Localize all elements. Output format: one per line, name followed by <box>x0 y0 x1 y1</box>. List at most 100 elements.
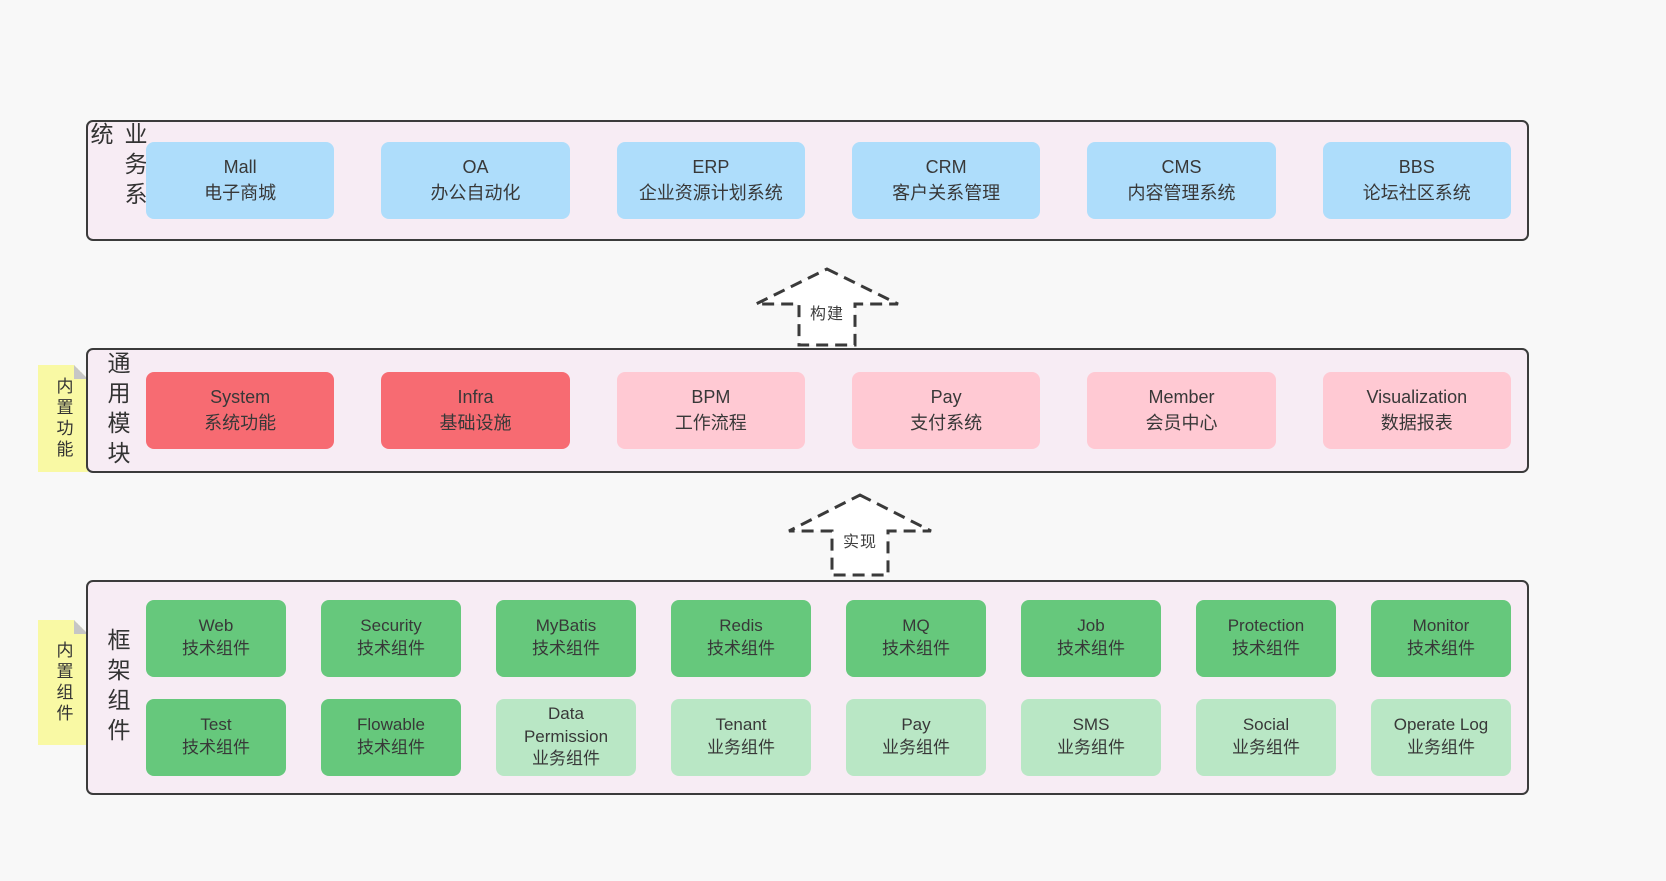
node-subtitle: 会员中心 <box>1145 412 1218 433</box>
node-system: System 系统功能 <box>146 372 335 449</box>
node-subtitle: 内容管理系统 <box>1127 182 1236 203</box>
arrow-build: 构建 <box>752 266 902 348</box>
node-member: Member 会员中心 <box>1087 372 1276 449</box>
node-subtitle: 企业资源计划系统 <box>638 182 783 203</box>
node-subtitle: 业务组件 <box>532 749 600 769</box>
node-subtitle: 技术组件 <box>1407 639 1475 658</box>
node-subtitle: 电子商城 <box>204 182 277 203</box>
node-mall: Mall 电子商城 <box>146 142 335 219</box>
band-row: Mall 电子商城 OA 办公自动化 ERP 企业资源计划系统 CRM 客户关系… <box>146 142 1511 219</box>
band-label-common-modules: 通用模块 <box>104 350 130 471</box>
band-framework-components: 框架组件 Web 技术组件 Security 技术组件 MyBatis 技术组件… <box>86 580 1529 795</box>
node-name: SMS <box>1072 715 1110 735</box>
node-name: Infra <box>457 386 494 407</box>
band-rows: System 系统功能 Infra 基础设施 BPM 工作流程 Pay 支付系统… <box>146 350 1527 471</box>
node-redis: Redis 技术组件 <box>671 599 811 677</box>
node-subtitle: 技术组件 <box>357 738 425 757</box>
node-subtitle: 客户关系管理 <box>892 182 1001 203</box>
node-mybatis: MyBatis 技术组件 <box>496 599 636 677</box>
node-name: Protection <box>1227 616 1305 636</box>
band-business-systems: 业务系统 Mall 电子商城 OA 办公自动化 ERP 企业资源计划系统 CRM… <box>86 120 1529 241</box>
node-subtitle: 业务组件 <box>1232 738 1300 757</box>
band-row: System 系统功能 Infra 基础设施 BPM 工作流程 Pay 支付系统… <box>146 372 1511 449</box>
node-name: Pay <box>901 715 931 735</box>
node-name: Member <box>1148 386 1215 407</box>
node-name: Job <box>1077 616 1105 636</box>
node-job: Job 技术组件 <box>1021 599 1161 677</box>
node-subtitle: 技术组件 <box>182 639 250 658</box>
node-name: BPM <box>691 386 731 407</box>
sticky-note-builtin-features: 内置功能 <box>38 365 88 472</box>
node-name: MyBatis <box>535 616 597 636</box>
node-data-permission: Data Permission 业务组件 <box>496 698 636 776</box>
sticky-note-text: 内置组件 <box>53 640 73 725</box>
node-visualization: Visualization 数据报表 <box>1322 372 1511 449</box>
node-subtitle: 系统功能 <box>204 412 277 433</box>
node-oa: OA 办公自动化 <box>381 142 570 219</box>
node-test: Test 技术组件 <box>146 698 286 776</box>
arrow-implement-label: 实现 <box>842 534 877 552</box>
node-flowable: Flowable 技术组件 <box>321 698 461 776</box>
node-infra: Infra 基础设施 <box>381 372 570 449</box>
band-label-business-systems: 业务系统 <box>87 122 147 212</box>
node-subtitle: 业务组件 <box>1407 738 1475 757</box>
node-web: Web 技术组件 <box>146 599 286 677</box>
band-rows: Mall 电子商城 OA 办公自动化 ERP 企业资源计划系统 CRM 客户关系… <box>146 122 1527 239</box>
node-name: Pay <box>930 386 962 407</box>
arrow-implement: 实现 <box>785 492 935 578</box>
band-rows: Web 技术组件 Security 技术组件 MyBatis 技术组件 Redi… <box>146 582 1527 793</box>
arrow-build-label: 构建 <box>809 306 844 324</box>
node-name: Data Permission <box>523 703 609 746</box>
sticky-note-text: 内置功能 <box>53 376 73 461</box>
node-social: Social 业务组件 <box>1196 698 1336 776</box>
node-name: CMS <box>1161 156 1202 177</box>
node-name: Web <box>198 616 234 636</box>
node-name: Social <box>1242 715 1290 735</box>
node-name: Monitor <box>1412 616 1470 636</box>
node-crm: CRM 客户关系管理 <box>851 142 1041 219</box>
node-name: Operate Log <box>1393 715 1489 735</box>
node-name: Mall <box>223 156 257 177</box>
node-subtitle: 办公自动化 <box>430 182 521 203</box>
node-name: ERP <box>692 156 730 177</box>
node-pay-module: Pay 支付系统 <box>851 372 1041 449</box>
node-name: OA <box>462 156 489 177</box>
node-subtitle: 业务组件 <box>707 738 775 757</box>
node-subtitle: 业务组件 <box>1057 738 1125 757</box>
node-subtitle: 基础设施 <box>439 412 512 433</box>
node-subtitle: 技术组件 <box>357 639 425 658</box>
band-common-modules: 通用模块 System 系统功能 Infra 基础设施 BPM 工作流程 Pay… <box>86 348 1529 473</box>
node-tenant: Tenant 业务组件 <box>671 698 811 776</box>
node-operate-log: Operate Log 业务组件 <box>1371 698 1511 776</box>
node-subtitle: 业务组件 <box>882 738 950 757</box>
node-subtitle: 支付系统 <box>910 412 983 433</box>
node-pay-component: Pay 业务组件 <box>846 698 986 776</box>
node-name: CRM <box>925 156 967 177</box>
node-sms: SMS 业务组件 <box>1021 698 1161 776</box>
band-row: Web 技术组件 Security 技术组件 MyBatis 技术组件 Redi… <box>146 599 1511 677</box>
node-bpm: BPM 工作流程 <box>616 372 805 449</box>
node-erp: ERP 企业资源计划系统 <box>616 142 805 219</box>
node-name: Tenant <box>715 715 767 735</box>
node-cms: CMS 内容管理系统 <box>1087 142 1276 219</box>
node-subtitle: 技术组件 <box>532 639 600 658</box>
node-subtitle: 论坛社区系统 <box>1362 182 1471 203</box>
node-name: Security <box>360 616 422 636</box>
node-subtitle: 技术组件 <box>882 639 950 658</box>
node-monitor: Monitor 技术组件 <box>1371 599 1511 677</box>
node-name: MQ <box>902 616 930 636</box>
node-name: Redis <box>719 616 763 636</box>
band-row: Test 技术组件 Flowable 技术组件 Data Permission … <box>146 698 1511 776</box>
node-subtitle: 数据报表 <box>1380 412 1453 433</box>
node-name: Flowable <box>356 715 426 735</box>
node-name: Visualization <box>1366 386 1468 407</box>
node-subtitle: 技术组件 <box>1057 639 1125 658</box>
sticky-note-builtin-components: 内置组件 <box>38 620 88 745</box>
band-label-framework-components: 框架组件 <box>104 627 130 748</box>
dashed-up-arrow-icon <box>788 493 932 577</box>
node-name: Test <box>200 715 232 735</box>
node-subtitle: 技术组件 <box>182 738 250 757</box>
node-security: Security 技术组件 <box>321 599 461 677</box>
node-name: System <box>210 386 271 407</box>
